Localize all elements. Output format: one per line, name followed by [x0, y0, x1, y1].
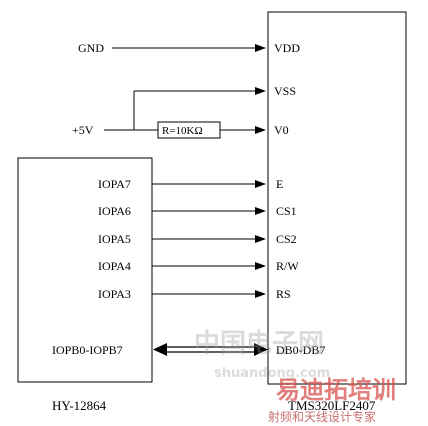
iopa5-label: IOPA5: [98, 232, 131, 246]
rs-pin-label: RS: [276, 287, 291, 301]
vss-pin-label: VSS: [274, 84, 296, 98]
v0-arrowhead: [255, 126, 266, 134]
resistor-label: R=10KΩ: [162, 125, 203, 137]
v0-pin-label: V0: [274, 123, 289, 137]
bus-arrowhead-left: [153, 343, 167, 356]
iopa6-label: IOPA6: [98, 204, 131, 218]
e-pin-label: E: [276, 177, 283, 191]
cs1-arrowhead: [255, 207, 266, 215]
watermark-site-bottom: shuandong.com: [214, 366, 330, 381]
watermark-brand-text: 易迪拓培训: [276, 376, 396, 404]
plus5v-label: +5V: [72, 123, 94, 137]
bus-arrowhead-right: [254, 343, 268, 356]
vss-arrowhead: [255, 87, 266, 95]
watermark-slogan: 射频和天线设计专家: [268, 409, 376, 424]
rw-pin-label: R/W: [276, 259, 299, 273]
e-arrowhead: [255, 180, 266, 188]
vdd-pin-label: VDD: [274, 41, 300, 55]
cs1-pin-label: CS1: [276, 204, 297, 218]
watermark-brand: 易迪拓培训 射频和天线设计专家: [268, 376, 396, 424]
gnd-arrowhead: [255, 44, 266, 52]
lcd-module-label: HY-12864: [52, 398, 107, 413]
cs2-pin-label: CS2: [276, 232, 297, 246]
rs-arrowhead: [255, 290, 266, 298]
watermark-site: 中国电子网 shuandong.com: [194, 329, 330, 381]
gnd-label: GND: [78, 41, 104, 55]
rw-arrowhead: [255, 262, 266, 270]
iopa7-label: IOPA7: [98, 177, 131, 191]
iopa4-label: IOPA4: [98, 259, 131, 273]
dsp-chip-label: TMS320LF2407: [288, 398, 376, 413]
watermark-site-top: 中国电子网: [194, 329, 324, 359]
dsp-chip-box: [267, 11, 407, 385]
iopa3-label: IOPA3: [98, 287, 131, 301]
lcd-module-box: [17, 157, 153, 383]
cs2-arrowhead: [255, 235, 266, 243]
data-bus-double-arrow: [153, 343, 268, 356]
db-bus-pin-label: DB0-DB7: [276, 343, 325, 357]
iopb-bus-label: IOPB0-IOPB7: [52, 343, 123, 357]
